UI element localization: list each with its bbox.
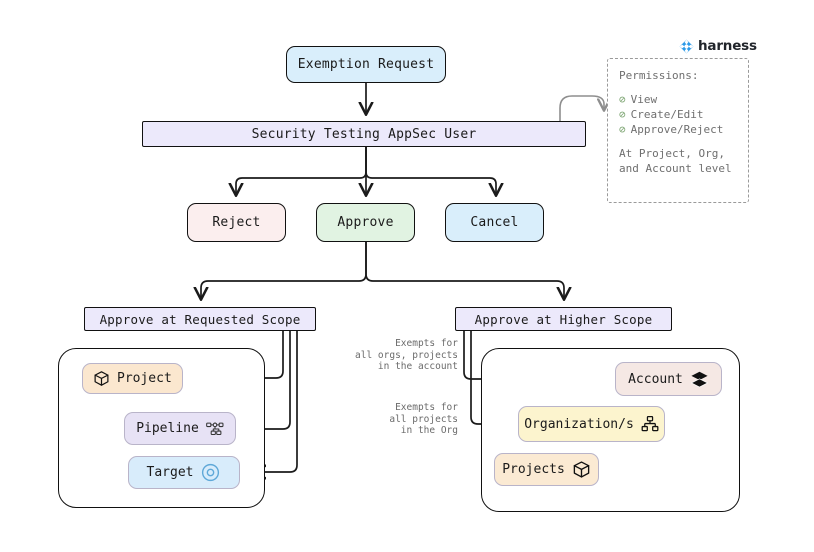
permission-label: Approve/Reject: [630, 123, 724, 136]
cube-icon: [572, 460, 591, 479]
check-circle-icon: ⊘: [619, 108, 626, 121]
permissions-title: Permissions:: [619, 69, 699, 82]
check-circle-icon: ⊘: [619, 123, 626, 136]
brand-logo: harness: [679, 38, 757, 54]
permissions-footer: At Project, Org, and Account level: [619, 147, 732, 175]
permission-label: View: [630, 93, 658, 106]
node-label: Projects: [502, 462, 565, 477]
node-label: Organization/s: [524, 416, 634, 432]
check-circle-icon: ⊘: [619, 93, 626, 106]
permission-item-view: ⊘ View: [619, 92, 748, 107]
target-icon: [200, 462, 221, 483]
node-projects[interactable]: Projects: [494, 453, 599, 486]
node-approve-requested-scope[interactable]: Approve at Requested Scope: [84, 307, 316, 331]
node-label: Target: [146, 465, 194, 480]
node-exemption-request[interactable]: Exemption Request: [286, 46, 446, 83]
brand-name: harness: [698, 38, 757, 54]
node-pipeline[interactable]: Pipeline: [124, 412, 236, 445]
node-organizations[interactable]: Organization/s: [518, 406, 665, 442]
node-reject[interactable]: Reject: [187, 203, 286, 242]
org-chart-icon: [641, 415, 659, 433]
permission-item-create-edit: ⊘ Create/Edit: [619, 107, 748, 122]
node-account[interactable]: Account: [615, 362, 722, 396]
permission-label: Create/Edit: [630, 108, 704, 121]
node-project[interactable]: Project: [82, 363, 183, 394]
cube-icon: [93, 370, 110, 387]
node-target[interactable]: Target: [128, 456, 240, 489]
node-cancel[interactable]: Cancel: [445, 203, 544, 242]
pipeline-icon: [205, 421, 224, 437]
edge-label-account-exempt: Exempts for all orgs, projects in the ac…: [355, 338, 458, 372]
permissions-panel: Permissions: ⊘ View ⊘ Create/Edit ⊘ Appr…: [607, 58, 749, 203]
harness-diamond-icon: [679, 39, 694, 54]
node-appsec-user[interactable]: Security Testing AppSec User: [142, 121, 586, 147]
permission-item-approve-reject: ⊘ Approve/Reject: [619, 122, 748, 137]
layers-icon: [690, 370, 709, 389]
edge-label-org-exempt: Exempts for all projects in the Org: [389, 402, 458, 436]
node-approve[interactable]: Approve: [316, 203, 415, 242]
node-label: Project: [117, 371, 172, 386]
node-label: Account: [628, 371, 683, 387]
node-label: Pipeline: [136, 421, 199, 436]
node-approve-higher-scope[interactable]: Approve at Higher Scope: [455, 307, 672, 331]
